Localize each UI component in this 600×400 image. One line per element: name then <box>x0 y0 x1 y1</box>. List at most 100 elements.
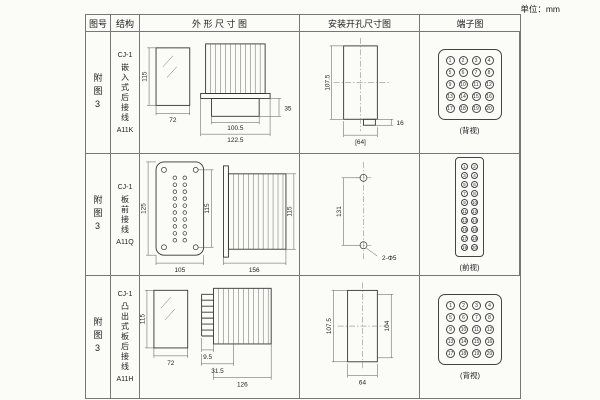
terminal-pin: 14 <box>458 92 468 101</box>
hole-size-label: 2-Φ5 <box>366 248 397 262</box>
header-terminal: 端子图 <box>420 15 520 32</box>
dim-width: 72 <box>155 105 190 124</box>
terminal-pin: 4 <box>471 171 478 179</box>
front-view <box>155 161 205 256</box>
svg-text:31.5: 31.5 <box>211 368 224 375</box>
terminal-pin: 1 <box>445 56 455 65</box>
terminal-pin: 8 <box>484 68 494 77</box>
fig-number: 附图3 <box>92 72 103 113</box>
dim-height: 115 <box>142 47 157 106</box>
install-drawing-a11k: 107.5 16 [64] <box>324 37 404 146</box>
svg-text:122.5: 122.5 <box>227 137 244 144</box>
rear-view <box>200 43 271 117</box>
terminal-pin: 6 <box>458 68 468 77</box>
terminal-pin: 19 <box>461 243 468 251</box>
terminal-pin: 17 <box>445 104 455 113</box>
terminal-pin: 14 <box>471 216 478 224</box>
terminal-pin: 19 <box>471 104 481 113</box>
header-fig: 图号 <box>86 15 111 32</box>
terminal-pin: 8 <box>485 312 494 322</box>
terminal-pin: 16 <box>484 92 494 101</box>
terminal-pin: 19 <box>472 348 481 358</box>
terminal-pin: 10 <box>471 198 478 206</box>
terminal-pin: 11 <box>461 207 468 215</box>
svg-text:2-Φ5: 2-Φ5 <box>382 255 397 262</box>
terminal-pin: 2 <box>471 162 478 170</box>
dim-body-width: 100.5 <box>211 116 260 132</box>
terminal-pin: 20 <box>471 243 478 251</box>
svg-text:131: 131 <box>336 206 343 217</box>
terminal-pin: 7 <box>461 189 468 197</box>
terminal-pin: 10 <box>459 324 468 334</box>
outline-cell-row3: 115 72 9.5 31.5 <box>140 276 300 398</box>
dim-length: 126 <box>213 343 272 389</box>
terminal-pin: 18 <box>458 104 468 113</box>
rear-view <box>201 287 272 345</box>
svg-text:107.5: 107.5 <box>324 74 331 91</box>
structure-cell-row1: CJ-1 嵌入式后接线 A11K <box>111 32 140 154</box>
terminal-pin: 17 <box>461 234 468 242</box>
mount-holes <box>355 161 372 262</box>
dim-width: [64] <box>343 121 378 146</box>
svg-text:156: 156 <box>249 267 260 274</box>
fig-number: 附图3 <box>92 317 103 357</box>
install-cell-row3: 107.5 104 64 <box>300 276 420 398</box>
header-outline: 外 形 尺 寸 图 <box>140 15 300 32</box>
svg-text:115: 115 <box>204 203 211 214</box>
dim-tab: 16 <box>375 119 404 127</box>
side-view <box>223 165 287 258</box>
terminal-pin: 14 <box>459 336 468 346</box>
dim-hole-span: 115 <box>197 169 214 248</box>
dim-side-height: 115 <box>285 173 296 250</box>
install-drawing-a11h: 107.5 104 64 <box>326 282 394 387</box>
svg-text:105: 105 <box>174 267 185 274</box>
svg-text:9.5: 9.5 <box>203 354 212 361</box>
svg-text:72: 72 <box>169 117 177 124</box>
terminal-pin: 12 <box>484 80 494 89</box>
terminal-pin: 9 <box>461 198 468 206</box>
mount-type-label: 凸出式板后接线 <box>120 302 130 372</box>
dim-width: 105 <box>155 255 204 274</box>
terminal-pin: 1 <box>446 300 455 310</box>
terminal-pin: 15 <box>471 92 481 101</box>
model-label: CJ-1 <box>117 51 133 59</box>
install-cell-row1: 107.5 16 [64] <box>300 32 420 154</box>
terminal-pin: 12 <box>485 324 494 334</box>
svg-text:115: 115 <box>286 206 293 217</box>
terminal-pin: 13 <box>461 216 468 224</box>
dim-width: 72 <box>153 347 188 367</box>
terminal-pin: 9 <box>446 324 455 334</box>
terminal-pin: 7 <box>472 312 481 322</box>
terminal-pin: 2 <box>459 300 468 310</box>
svg-text:115: 115 <box>142 71 149 82</box>
terminal-pin: 11 <box>472 324 481 334</box>
dim-height: 107.5 <box>324 45 344 120</box>
svg-text:16: 16 <box>397 120 405 127</box>
dim-front-depth: 31.5 <box>201 343 234 375</box>
svg-text:104: 104 <box>384 320 391 331</box>
terminal-view-label: (背视) <box>460 370 480 380</box>
terminal-pin: 16 <box>485 336 494 346</box>
svg-text:35: 35 <box>284 105 292 112</box>
terminal-pin: 16 <box>471 225 478 233</box>
dim-inner-height: 104 <box>377 294 394 359</box>
svg-text:64: 64 <box>359 380 367 387</box>
svg-text:126: 126 <box>237 382 248 389</box>
fig-cell-row1: 附图3 <box>86 32 111 154</box>
terminal-pin: 4 <box>484 56 494 65</box>
terminal-view-label: (前视) <box>459 262 480 272</box>
svg-text:125: 125 <box>141 203 148 214</box>
header-install: 安装开孔尺寸图 <box>300 15 420 32</box>
terminal-pin: 3 <box>472 300 481 310</box>
terminal-pin: 6 <box>471 180 478 188</box>
dim-total-width: 122.5 <box>200 98 271 144</box>
terminal-pin: 3 <box>471 56 481 65</box>
dim-hole-span: 131 <box>336 177 360 246</box>
terminal-pin: 15 <box>461 225 468 233</box>
fig-number: 附图3 <box>92 194 103 235</box>
fig-cell-row3: 附图3 <box>86 276 111 398</box>
